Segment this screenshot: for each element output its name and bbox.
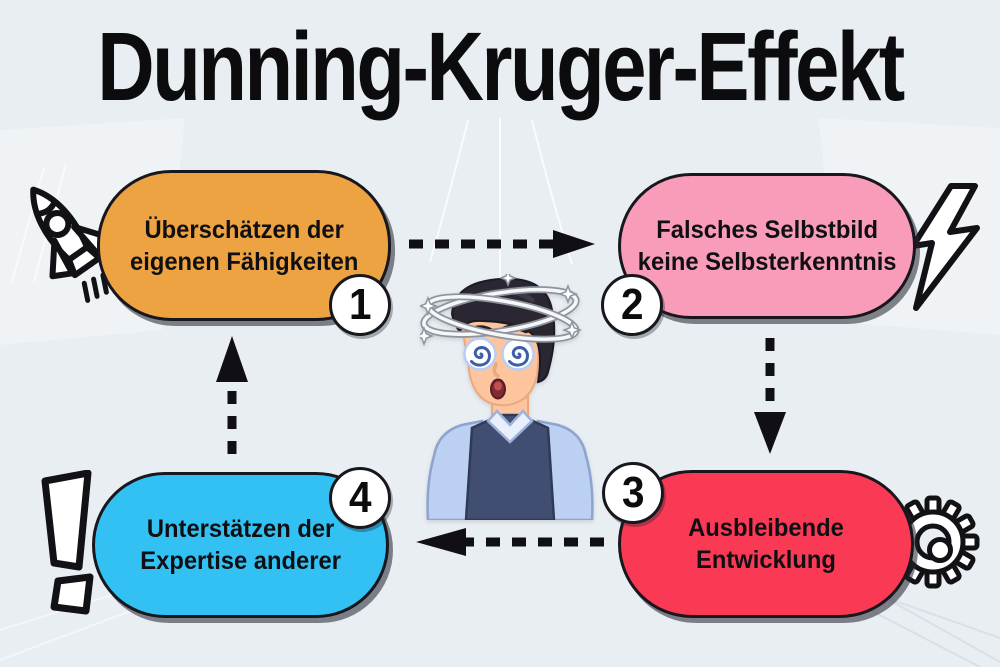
lightning-icon [910, 183, 980, 311]
step-box-2-false-self-image: Falsches Selbstbild keine Selbsterkenntn… [618, 173, 916, 319]
spiral-eye-right [501, 337, 535, 371]
figure-nose [492, 362, 500, 378]
dizzy-man-figure [420, 274, 594, 520]
spiral-eye-left [463, 337, 497, 371]
exclamation-icon [41, 470, 94, 615]
arrow-step3-to-step4 [416, 528, 604, 556]
figure-collar [486, 409, 534, 444]
step-label-3: Ausbleibende Entwicklung [688, 514, 844, 574]
step-number-1: 1 [329, 274, 391, 336]
arrow-step1-to-step2 [409, 230, 595, 258]
step-label-2: Falsches Selbstbild keine Selbsterkenntn… [637, 216, 897, 276]
step-label-1: Überschätzen der eigenen Fähigkeiten [129, 215, 359, 276]
arrow-step2-to-step3 [754, 338, 786, 454]
step-number-2: 2 [601, 274, 663, 336]
page-title: Dunning-Kruger-Effekt [97, 12, 905, 121]
rocket-icon [30, 186, 112, 303]
step-label-4: Unterstätzen der Expertise anderer [140, 515, 341, 575]
step-number-3: 3 [602, 462, 664, 524]
step-number-4: 4 [329, 467, 391, 529]
arrow-step4-to-step1 [216, 336, 248, 454]
dizzy-stars [420, 274, 583, 347]
dizzy-rings [420, 274, 583, 347]
step-box-3-no-development: Ausbleibende Entwicklung [618, 470, 914, 618]
